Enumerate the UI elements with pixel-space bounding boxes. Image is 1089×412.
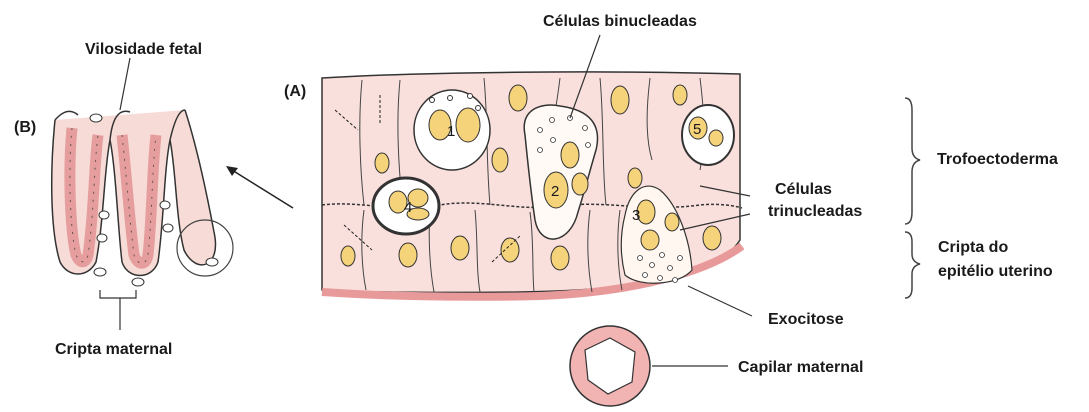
cripta-maternal-pointer: [100, 290, 136, 330]
label-celulas-trinucleadas-2: trinucleadas: [768, 202, 862, 222]
label-panel-a: (A): [284, 82, 306, 102]
label-capilar-maternal: Capilar maternal: [738, 358, 863, 378]
cell-number-3: 3: [632, 207, 640, 224]
trofoectoderma-brace: [905, 98, 920, 224]
cell-5: [682, 105, 734, 165]
cell-number-4: 4: [404, 199, 412, 216]
cell-number-2: 2: [551, 183, 559, 200]
label-vilosidade-fetal: Vilosidade fetal: [85, 40, 202, 60]
cell-number-5: 5: [693, 121, 701, 138]
label-celulas-trinucleadas-1: Células: [775, 180, 832, 200]
vilosidade-pointer: [120, 58, 130, 110]
cripta-brace: [905, 232, 920, 298]
label-cripta-epitelio-2: epitélio uterino: [938, 262, 1053, 282]
label-trofoectoderma: Trofoectoderma: [937, 150, 1058, 170]
maternal-capillary: [570, 326, 650, 406]
panel-a-epithelium: 1 2 3 4 5: [322, 72, 742, 297]
label-cripta-epitelio-1: Cripta do: [938, 238, 1008, 258]
exocitose-pointer: [688, 286, 752, 316]
label-celulas-binucleadas: Células binucleadas: [543, 12, 697, 32]
label-exocitose: Exocitose: [768, 310, 844, 330]
label-cripta-maternal: Cripta maternal: [55, 340, 172, 360]
cell-number-1: 1: [447, 123, 455, 140]
panel-b-villi: [52, 110, 233, 330]
magnification-arrow: [232, 170, 293, 208]
label-panel-b: (B): [14, 118, 36, 138]
